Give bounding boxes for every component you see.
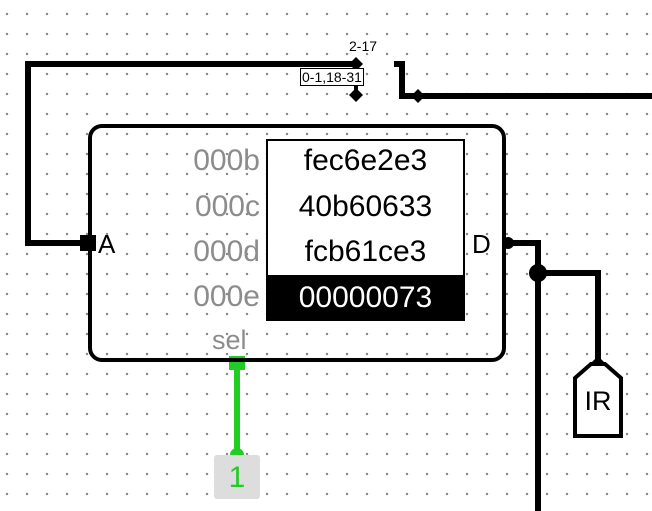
wire-junction — [529, 264, 547, 282]
memory-value[interactable]: fcb61ce3 — [304, 235, 427, 268]
splitter-top-connector — [349, 57, 363, 71]
address-label: 000e — [193, 280, 260, 313]
memory-value-selected[interactable]: 00000073 — [266, 275, 465, 321]
rom-component[interactable] — [88, 124, 506, 362]
input-pin-value[interactable]: 1 — [228, 461, 246, 494]
address-label: 000b — [193, 144, 260, 177]
address-label: 000d — [193, 235, 260, 268]
memory-value[interactable]: fec6e2e3 — [303, 144, 428, 177]
memory-value[interactable]: 40b60633 — [298, 190, 433, 223]
address-wire[interactable] — [25, 61, 356, 246]
ir-wire[interactable] — [538, 270, 601, 362]
splitter-stem[interactable] — [394, 61, 418, 99]
address-label: 000c — [194, 190, 260, 223]
splitter-bottom-label: 0-1,18-31 — [300, 68, 364, 86]
splitter-combined-connector — [411, 89, 425, 103]
port-d-label: D — [472, 229, 491, 259]
data-out-wire[interactable] — [508, 240, 541, 511]
sel-label: sel — [212, 325, 247, 355]
ir-tunnel-label: IR — [584, 386, 612, 416]
ir-tunnel[interactable] — [573, 362, 623, 438]
splitter-bottom-connector — [349, 88, 363, 102]
input-pin[interactable] — [214, 455, 260, 499]
port-a-label: A — [98, 229, 116, 259]
splitter-top-label: 2-17 — [349, 38, 378, 54]
